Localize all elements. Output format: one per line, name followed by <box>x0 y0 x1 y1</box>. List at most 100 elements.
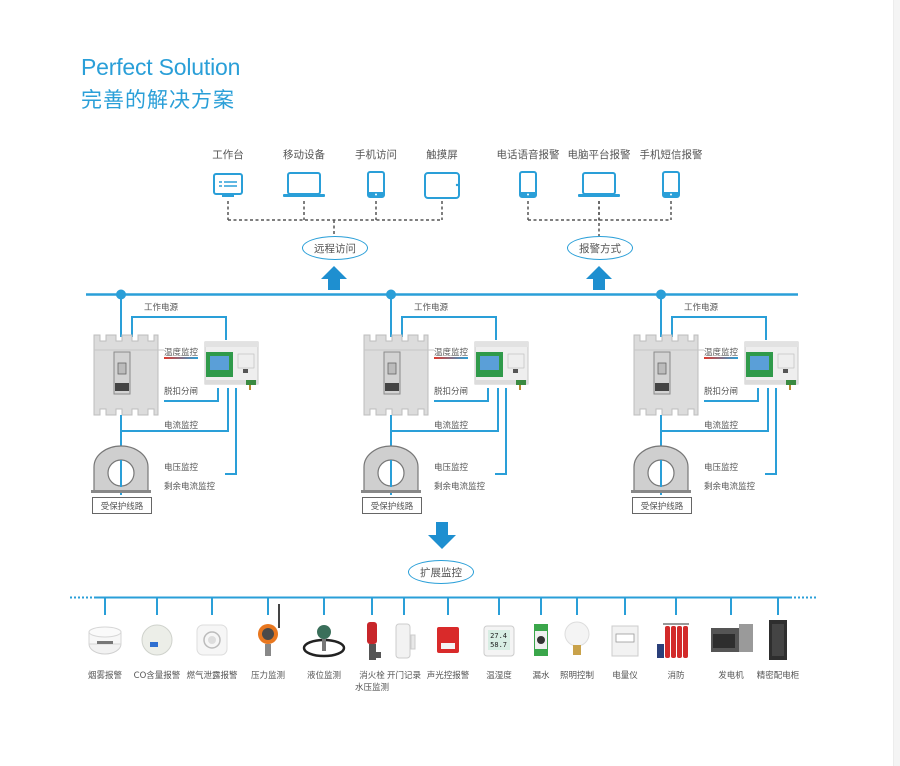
voltage-monitor-label: 电压监控 <box>164 463 199 473</box>
trip-label: 脱扣分闸 <box>434 387 469 397</box>
current-monitor-wire <box>391 388 499 432</box>
current-transformer-icon <box>91 445 151 493</box>
extension-device-label-line2: 水压监测 <box>354 683 390 693</box>
extension-device-label-line1: 温湿度 <box>486 671 512 681</box>
current-transformer-icon <box>631 445 691 493</box>
light-bulb-icon <box>564 621 590 655</box>
power-meter-icon <box>611 625 639 657</box>
residual-current-label: 剩余电流监控 <box>434 482 486 492</box>
extension-monitor-hub: 扩展监控 <box>408 560 474 584</box>
laptop-icon <box>578 172 620 197</box>
page-edge <box>893 0 900 766</box>
gas-detector-icon <box>196 624 228 656</box>
temperature-monitor-label: 温度监控 <box>704 348 739 358</box>
remote-device-label: 触摸屏 <box>426 149 458 161</box>
extension-device-label-line1: 照明控制 <box>559 671 595 681</box>
extension-device-label-line1: 液位监测 <box>306 671 342 681</box>
door-sensor-icon <box>395 623 416 659</box>
thermo-hygrometer-icon: 27.458.7 <box>483 625 515 657</box>
hydrant-icon <box>367 622 381 660</box>
smoke-detector-icon <box>88 626 122 655</box>
feeder-bay-1 <box>91 289 259 495</box>
level-sensor-icon <box>302 625 346 658</box>
current-transformer-icon <box>361 445 421 493</box>
alarm-method-hub: 报警方式 <box>567 236 633 260</box>
circuit-breaker-icon <box>93 334 164 416</box>
temperature-monitor-label: 温度监控 <box>164 348 199 358</box>
remote-device-label: 工作台 <box>212 149 244 161</box>
trip-label: 脱扣分闸 <box>164 387 199 397</box>
work-power-wire <box>131 316 227 340</box>
temperature-gradient-bar <box>164 357 198 359</box>
protected-line-box: 受保护线路 <box>632 497 692 514</box>
voltage-monitor-label: 电压监控 <box>704 463 739 473</box>
extension-device-label-line1: 消防 <box>667 671 685 681</box>
trip-wire <box>704 388 759 402</box>
co-detector-icon <box>141 624 173 656</box>
extension-device-label: 液位监测 <box>307 670 341 682</box>
work-power-label: 工作电源 <box>684 303 719 313</box>
extension-device-label: 声光控报警 <box>427 670 470 682</box>
alarm-device-label: 手机短信报警 <box>639 149 703 161</box>
circuit-breaker-icon <box>633 334 704 416</box>
feeder-bay-2 <box>361 289 529 495</box>
pressure-transmitter-icon <box>258 604 280 656</box>
water-leak-sensor-icon <box>534 624 548 656</box>
current-monitor-label: 电流监控 <box>164 421 199 431</box>
remote-device-label: 移动设备 <box>283 149 325 161</box>
remote-device-label: 手机访问 <box>355 149 397 161</box>
extension-device-label: 照明控制 <box>560 670 594 682</box>
desktop-monitor-icon <box>213 173 243 197</box>
phone-icon <box>367 171 385 198</box>
residual-current-wire <box>765 388 777 475</box>
phone-icon <box>519 171 537 198</box>
current-monitor-label: 电流监控 <box>704 421 739 431</box>
extension-devices: 27.458.7 <box>88 597 787 660</box>
extension-device-label: CO含量报警 <box>134 670 181 682</box>
alarm-method-hub-label: 报警方式 <box>579 242 621 255</box>
extension-device-label: 漏水 <box>532 670 549 682</box>
alarm-device-label: 电话语音报警 <box>496 149 560 161</box>
extension-monitor-hub-label: 扩展监控 <box>420 566 462 579</box>
trip-label: 脱扣分闸 <box>704 387 739 397</box>
strobe-alarm-icon <box>437 627 459 653</box>
generator-icon <box>711 624 753 652</box>
title-chinese: 完善的解决方案 <box>81 88 235 112</box>
residual-current-label: 剩余电流监控 <box>704 482 756 492</box>
feeder-bay-3 <box>631 289 799 495</box>
extension-device-label-line1: 漏水 <box>532 671 550 681</box>
current-monitor-label: 电流监控 <box>434 421 469 431</box>
extension-device-label: 压力监测 <box>251 670 285 682</box>
extension-device-label-line1: 开门记录 <box>386 671 422 681</box>
protected-line-box: 受保护线路 <box>92 497 152 514</box>
temperature-gradient-bar <box>704 357 738 359</box>
extension-device-label-line1: 电量仪 <box>612 671 638 681</box>
voltage-monitor-label: 电压监控 <box>434 463 469 473</box>
extension-down-arrow <box>428 522 456 549</box>
residual-current-wire <box>495 388 507 475</box>
temperature-reading: 27.4 <box>490 632 507 640</box>
extension-device-label-line1: 发电机 <box>718 671 744 681</box>
extension-device-label-line1: 精密配电柜 <box>756 671 800 681</box>
trip-wire <box>164 388 219 402</box>
remote-access-hub-label: 远程访问 <box>314 242 356 255</box>
current-monitor-wire <box>661 388 769 432</box>
alarm-device-label: 电脑平台报警 <box>567 149 631 161</box>
work-power-wire <box>671 316 767 340</box>
remote-access-up-arrow <box>321 266 347 290</box>
remote-access-connectors <box>227 201 443 236</box>
extension-device-label-line1: 燃气泄露报警 <box>186 671 238 681</box>
laptop-icon <box>283 172 325 197</box>
extension-device-label-line1: 声光控报警 <box>426 671 470 681</box>
extension-device-label: 开门记录 <box>387 670 421 682</box>
distribution-cabinet-icon <box>769 620 787 660</box>
extension-device-label: 烟雾报警 <box>88 670 122 682</box>
extension-device-label-line1: 消火栓 <box>359 671 385 681</box>
extension-device-label: 消防 <box>667 670 684 682</box>
extension-device-label: 精密配电柜 <box>757 670 800 682</box>
extension-device-label: 消火栓水压监测 <box>355 670 389 694</box>
temperature-monitor-label: 温度监控 <box>434 348 469 358</box>
temperature-gradient-bar <box>434 357 468 359</box>
work-power-label: 工作电源 <box>144 303 179 313</box>
